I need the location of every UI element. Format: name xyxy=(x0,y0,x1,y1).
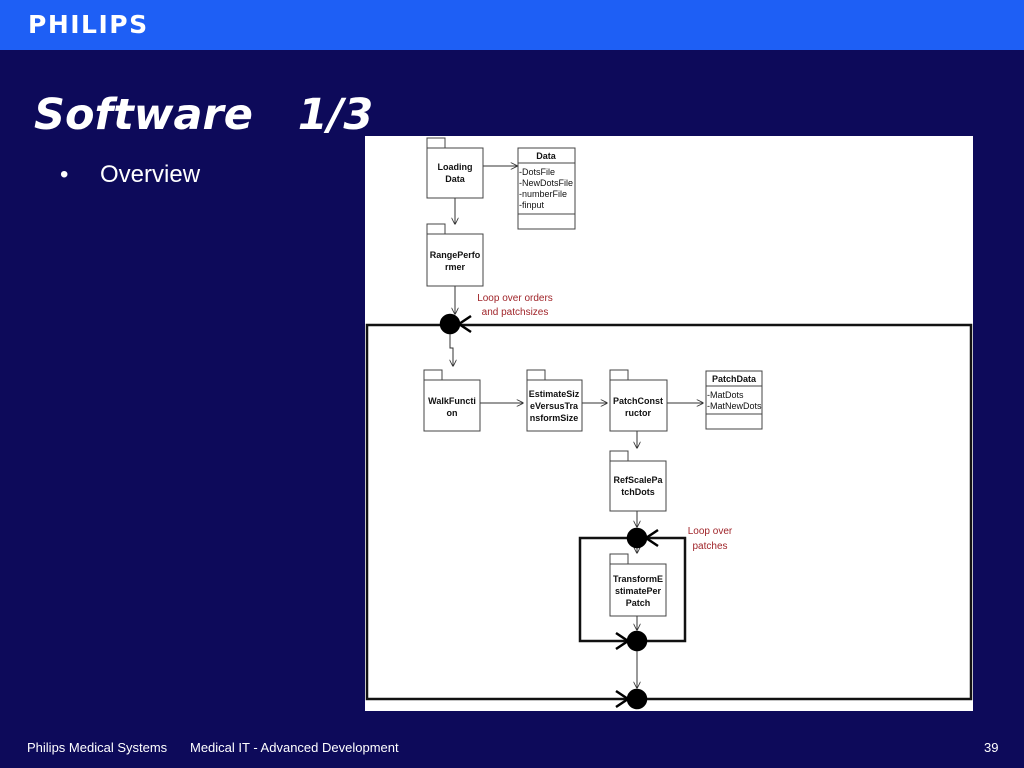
class-data-attr-4: -finput xyxy=(519,200,545,210)
note-loop-orders-2: and patchsizes xyxy=(482,307,549,318)
label-estimate-size-3: nsformSize xyxy=(530,413,579,423)
package-range-performer xyxy=(426,223,484,287)
outer-end-arrow xyxy=(615,689,631,709)
label-ref-scale-2: tchDots xyxy=(621,487,655,497)
note-loop-patches-2: patches xyxy=(692,541,727,552)
inner-merge-arrow xyxy=(615,631,631,651)
package-ref-scale xyxy=(609,450,667,512)
outer-loop-node xyxy=(439,313,461,335)
package-patch-constructor xyxy=(609,369,668,432)
header-bar: PHILIPS xyxy=(0,0,1024,50)
label-range-performer-1: RangePerfo xyxy=(430,250,481,260)
footer-company: Philips Medical Systems xyxy=(27,740,168,755)
class-patch-data xyxy=(705,370,763,430)
outer-loop-return-arrow xyxy=(456,314,472,334)
note-loop-patches-1: Loop over xyxy=(688,526,733,537)
outer-loop-frame xyxy=(365,323,973,701)
label-estimate-size-1: EstimateSiz xyxy=(529,389,580,399)
package-loading-data xyxy=(426,137,484,199)
package-estimate-size xyxy=(526,369,583,432)
label-patch-constructor-2: ructor xyxy=(625,408,652,418)
label-range-performer-2: rmer xyxy=(445,262,466,272)
note-loop-orders-1: Loop over orders xyxy=(477,293,553,304)
class-data-attr-1: -DotsFile xyxy=(519,167,555,177)
label-loading-data-1: Loading xyxy=(438,162,473,172)
class-patch-data-attr-1: -MatDots xyxy=(707,390,744,400)
label-estimate-size-2: eVersusTra xyxy=(530,401,579,411)
package-walk-function xyxy=(423,369,481,432)
label-walk-function-1: WalkFuncti xyxy=(428,396,476,406)
class-data-attr-3: -numberFile xyxy=(519,189,567,199)
uml-activity-diagram: Loading Data RangePerfo rmer WalkFuncti … xyxy=(365,136,973,711)
class-data-attr-2: -NewDotsFile xyxy=(519,178,573,188)
slide-title: Software 1/3 xyxy=(34,90,374,140)
class-data-name: Data xyxy=(536,151,557,161)
label-loading-data-2: Data xyxy=(445,174,466,184)
label-transform-estimate-3: Patch xyxy=(626,598,651,608)
label-ref-scale-1: RefScalePa xyxy=(613,475,663,485)
philips-logo: PHILIPS xyxy=(28,10,149,39)
label-transform-estimate-2: stimatePer xyxy=(615,586,662,596)
class-patch-data-name: PatchData xyxy=(712,374,757,384)
label-patch-constructor-1: PatchConst xyxy=(613,396,663,406)
footer-department: Medical IT - Advanced Development xyxy=(190,740,399,755)
label-walk-function-2: on xyxy=(447,408,458,418)
package-transform-estimate xyxy=(609,553,667,617)
label-transform-estimate-1: TransformE xyxy=(613,574,663,584)
footer-page-number: 39 xyxy=(984,740,999,755)
inner-loop-node xyxy=(626,527,648,549)
edge-loop-to-walk xyxy=(449,334,453,366)
inner-loop-return-arrow xyxy=(643,528,659,548)
inner-merge-node xyxy=(626,630,648,652)
class-patch-data-attr-2: -MatNewDots xyxy=(707,401,762,411)
class-data xyxy=(517,147,576,230)
outer-end-node xyxy=(626,688,648,710)
bullet-dot: • xyxy=(60,161,69,188)
bullet-overview: Overview xyxy=(100,161,201,188)
